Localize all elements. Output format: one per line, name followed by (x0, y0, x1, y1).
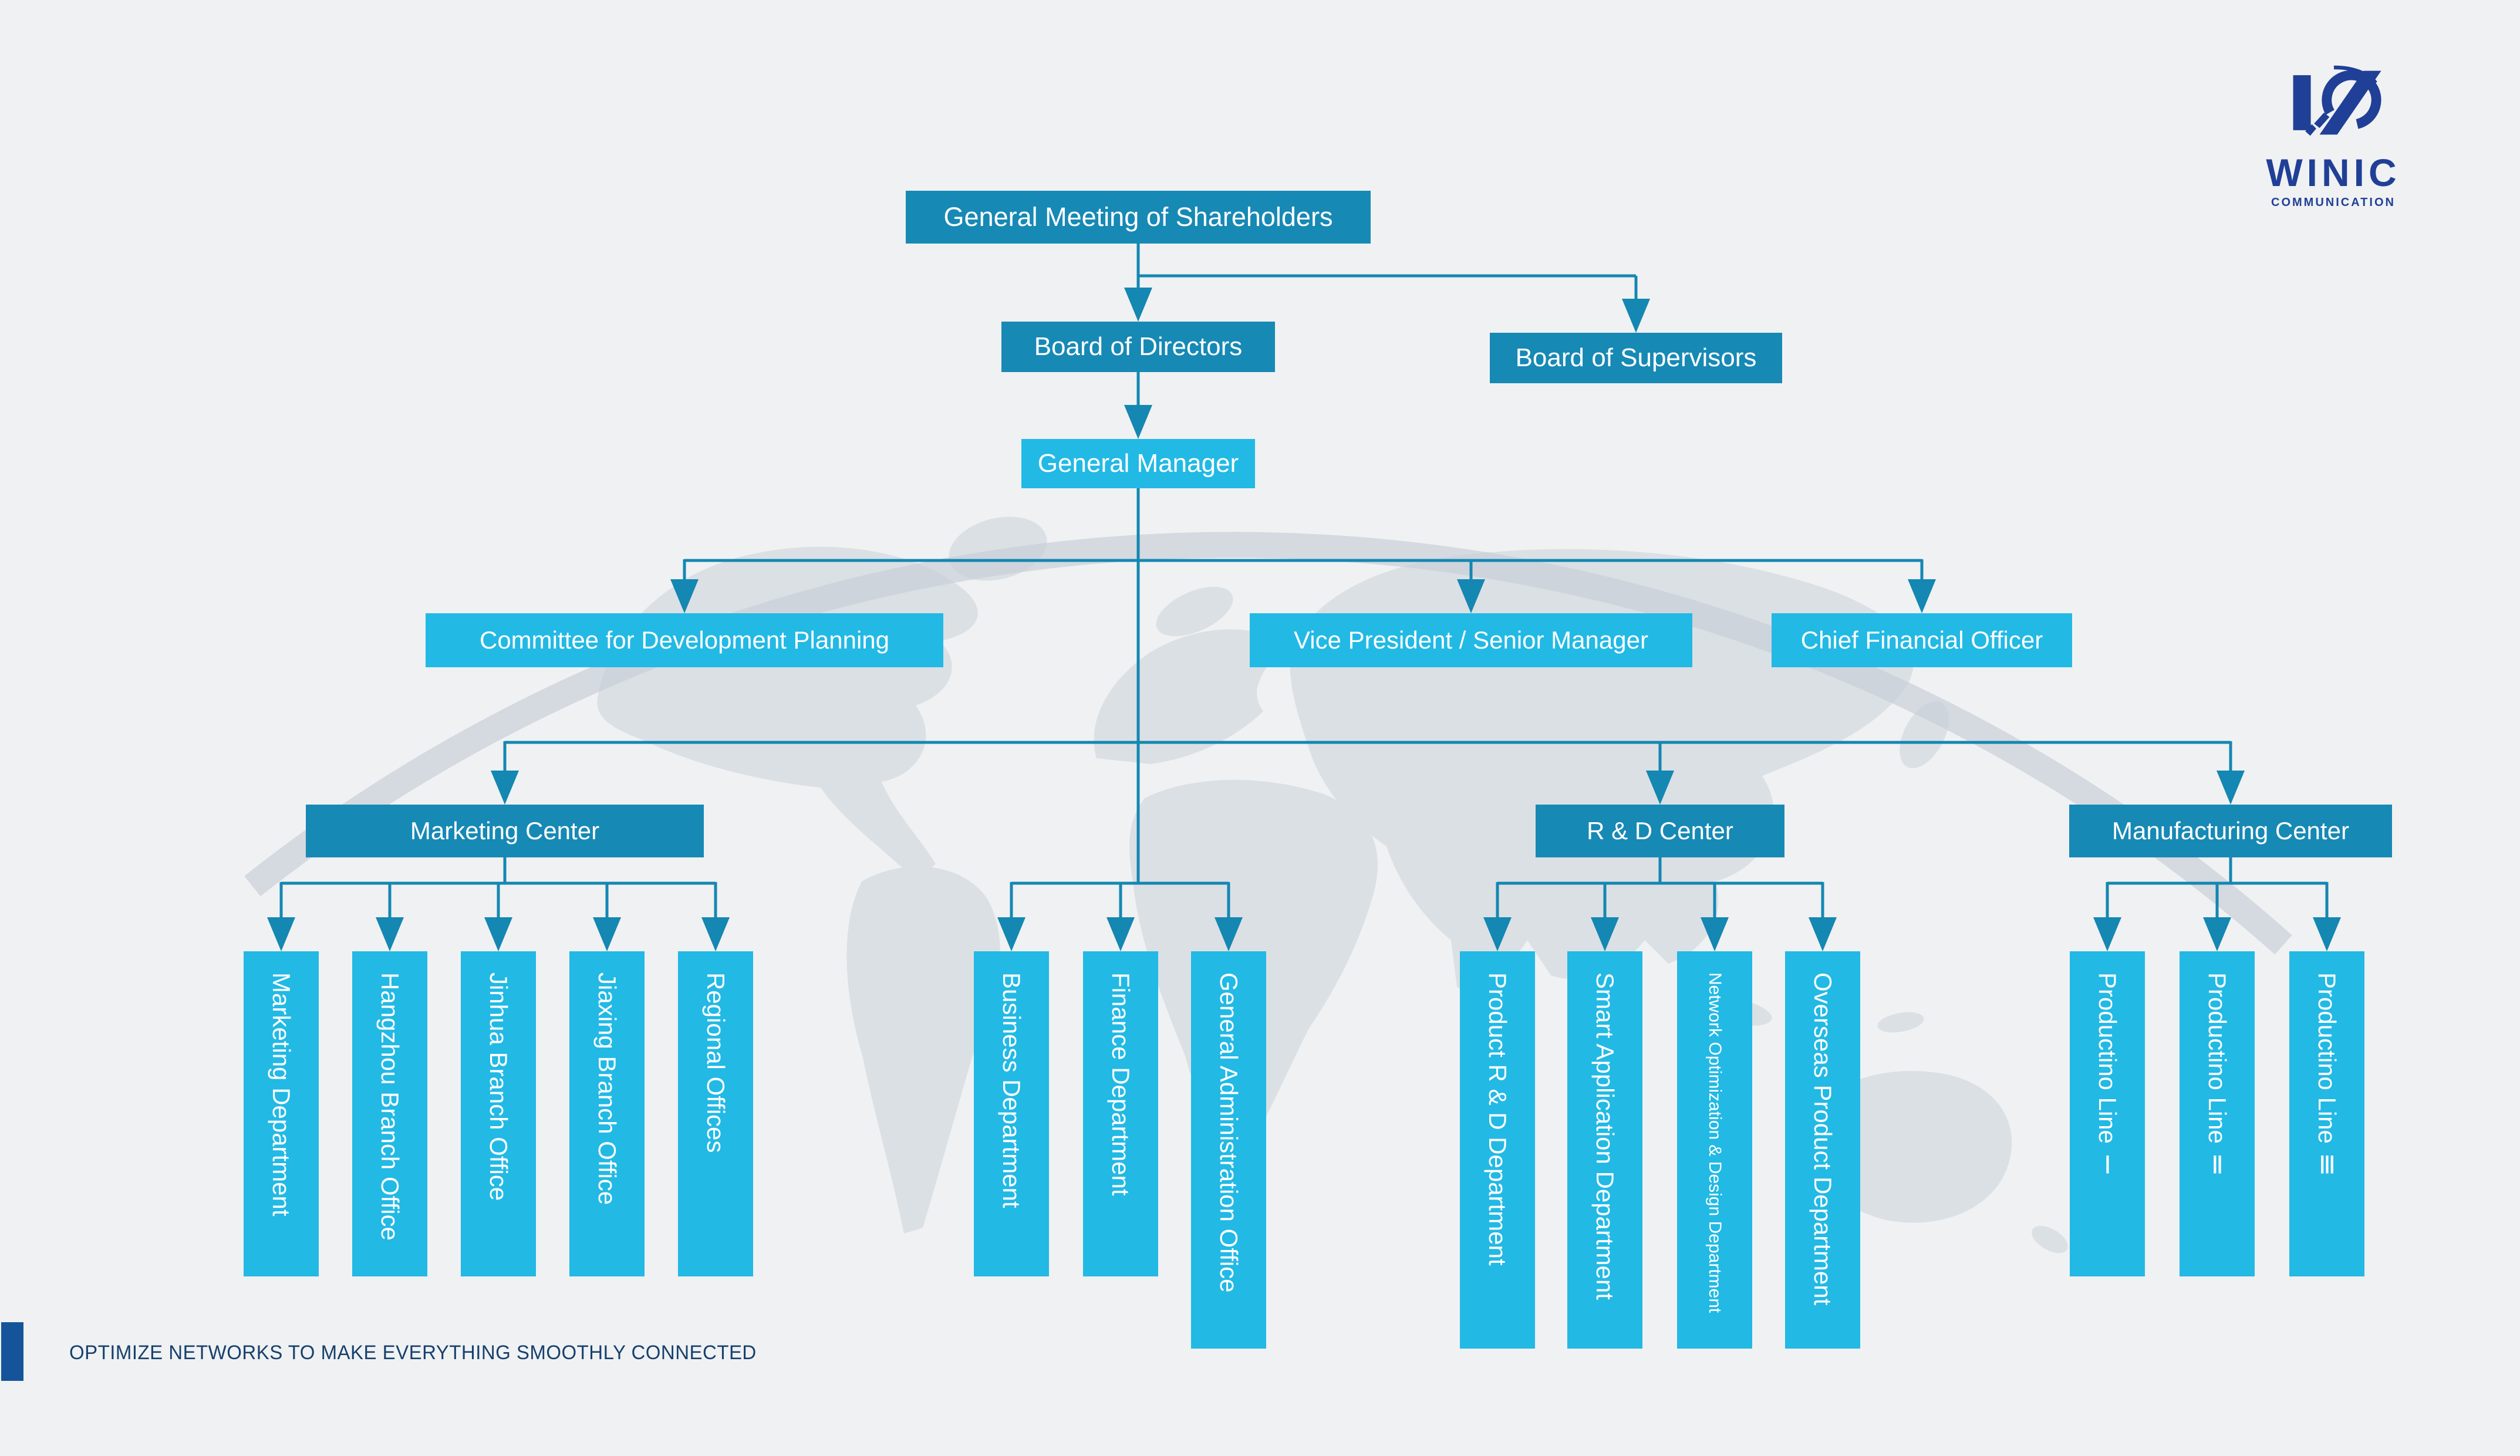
winic-logo-icon (2293, 65, 2381, 136)
brand-name: WINIC (2266, 151, 2401, 194)
column-network-optimization-design-department: Network Optimization & Design Department (1677, 951, 1752, 1349)
column-regional-offices: Regional Offices (678, 951, 753, 1276)
node-general-manager: General Manager (1021, 439, 1255, 488)
node-committee-for-development-planning: Committee for Development Planning (426, 613, 943, 667)
column-jiaxing-branch-office: Jiaxing Branch Office (569, 951, 645, 1276)
node-rd-center: R & D Center (1536, 805, 1784, 857)
node-vice-president-senior-manager: Vice President / Senior Manager (1250, 613, 1692, 667)
column-production-line-2: Productino Line Ⅱ (2180, 951, 2255, 1276)
brand-subtitle: COMMUNICATION (2271, 196, 2396, 209)
node-board-of-directors: Board of Directors (1001, 322, 1275, 372)
winic-logo: WINIC COMMUNICATION (2225, 59, 2442, 210)
column-product-rd-department: Product R & D Department (1460, 951, 1535, 1349)
node-board-of-supervisors: Board of Supervisors (1490, 333, 1782, 383)
node-chief-financial-officer: Chief Financial Officer (1772, 613, 2072, 667)
tagline-accent-square (1, 1322, 23, 1381)
node-marketing-center: Marketing Center (306, 805, 704, 857)
column-overseas-product-department: Overseas Product Department (1785, 951, 1860, 1349)
node-manufacturing-center: Manufacturing Center (2069, 805, 2392, 857)
column-production-line-1: Productino Line Ⅰ (2070, 951, 2145, 1276)
tagline: OPTIMIZE NETWORKS TO MAKE EVERYTHING SMO… (69, 1342, 757, 1364)
column-marketing-department: Marketing Department (244, 951, 319, 1276)
column-hangzhou-branch-office: Hangzhou Branch Office (352, 951, 427, 1276)
column-general-administration-office: General Administration Office (1191, 951, 1266, 1349)
node-general-meeting-of-shareholders: General Meeting of Shareholders (906, 191, 1371, 244)
column-jinhua-branch-office: Jinhua Branch Office (461, 951, 536, 1276)
column-finance-department: Finance Department (1083, 951, 1158, 1276)
connector-arrowheads (267, 288, 2341, 951)
column-smart-application-department: Smart Application Department (1567, 951, 1642, 1349)
column-production-line-3: Productino Line Ⅲ (2289, 951, 2364, 1276)
column-business-department: Business Department (974, 951, 1049, 1276)
